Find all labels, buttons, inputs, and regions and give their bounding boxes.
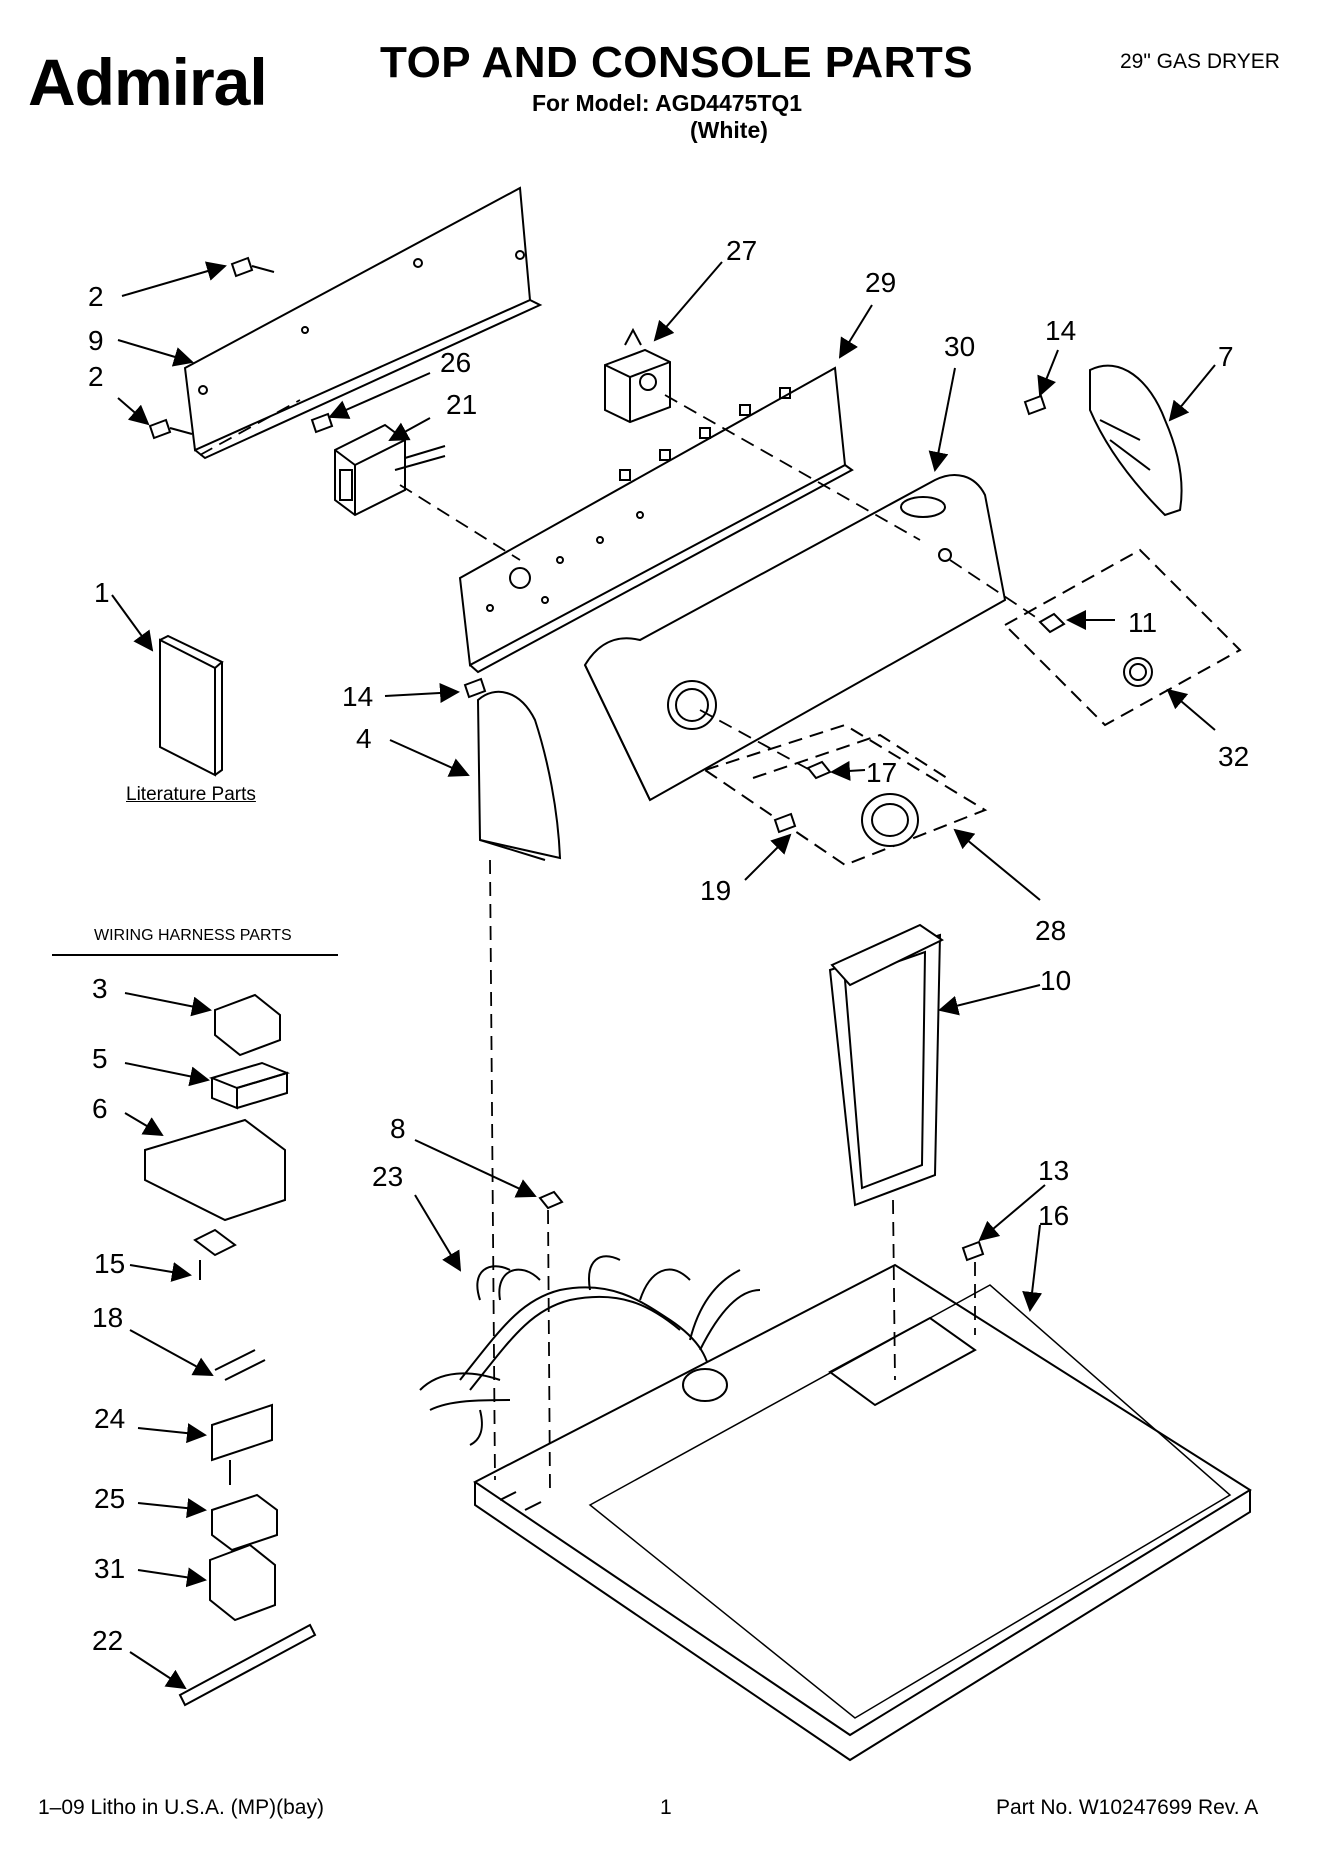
callout-19: 19 xyxy=(700,875,731,906)
page-number: 1 xyxy=(660,1796,672,1819)
callout-4: 4 xyxy=(356,723,372,754)
assembly-guide-lines xyxy=(199,394,1041,1491)
model-line: For Model: AGD4475TQ1 xyxy=(532,90,803,116)
screw-part xyxy=(148,256,275,440)
callout-30: 30 xyxy=(944,331,975,362)
knob-part xyxy=(702,723,988,867)
callout-arrows xyxy=(111,261,1216,1690)
callout-13: 13 xyxy=(1038,1155,1069,1186)
callout-7: 7 xyxy=(1218,341,1234,372)
product-type: 29" GAS DRYER xyxy=(1120,50,1280,73)
callout-22: 22 xyxy=(92,1625,123,1656)
callout-16: 16 xyxy=(1038,1200,1069,1231)
callout-9: 9 xyxy=(88,325,104,356)
callout-23: 23 xyxy=(372,1161,403,1192)
wire-harness-part xyxy=(419,1255,761,1446)
callout-18: 18 xyxy=(92,1302,123,1333)
part-number: Part No. W10247699 Rev. A xyxy=(996,1796,1259,1819)
callout-32: 32 xyxy=(1218,741,1249,772)
rear-bracket-part xyxy=(183,186,543,460)
wiring-harness-label: WIRING HARNESS PARTS xyxy=(94,927,292,944)
connector-part xyxy=(144,993,317,1707)
callout-15: 15 xyxy=(94,1248,125,1279)
knob-part xyxy=(1003,548,1242,727)
clip-part xyxy=(538,1190,564,1210)
callout-3: 3 xyxy=(92,973,108,1004)
screw-part xyxy=(463,677,487,699)
callout-24: 24 xyxy=(94,1403,125,1434)
callout-5: 5 xyxy=(92,1043,108,1074)
print-info: 1–09 Litho in U.S.A. (MP)(bay) xyxy=(38,1796,324,1819)
console-part xyxy=(583,474,1007,802)
callout-14: 14 xyxy=(1045,315,1076,346)
callout-6: 6 xyxy=(92,1093,108,1124)
screw-part xyxy=(961,1240,985,1262)
top-panel-part xyxy=(473,1263,1252,1762)
literature-booklet-part xyxy=(159,634,224,777)
screw-part xyxy=(1023,394,1047,416)
wiring-harness-divider xyxy=(52,954,338,956)
callout-25: 25 xyxy=(94,1483,125,1514)
end-cap-part xyxy=(1089,364,1183,517)
color-line: (White) xyxy=(690,117,768,143)
callout-2: 2 xyxy=(88,281,104,312)
callout-14: 14 xyxy=(342,681,373,712)
callout-29: 29 xyxy=(865,267,896,298)
callout-21: 21 xyxy=(446,389,477,420)
callout-1: 1 xyxy=(94,577,110,608)
callout-28: 28 xyxy=(1035,915,1066,946)
lint-screen-part xyxy=(828,923,944,1207)
switch-part xyxy=(604,327,671,424)
callout-11: 11 xyxy=(1128,607,1157,638)
callout-17: 17 xyxy=(866,757,897,788)
callout-10: 10 xyxy=(1040,965,1071,996)
callout-26: 26 xyxy=(440,347,471,378)
screw-part xyxy=(310,412,334,434)
callout-labels: 2 9 2 26 21 27 29 30 14 7 1 11 32 14 4 1… xyxy=(88,235,1249,1656)
literature-parts-label: Literature Parts xyxy=(126,784,256,805)
end-cap-part xyxy=(476,690,562,861)
callout-31: 31 xyxy=(94,1553,125,1584)
brand-logo: Admiral xyxy=(28,45,268,119)
switch-part xyxy=(334,423,446,517)
callout-8: 8 xyxy=(390,1113,406,1144)
callout-27: 27 xyxy=(726,235,757,266)
page-title: TOP AND CONSOLE PARTS xyxy=(380,38,974,87)
callout-2: 2 xyxy=(88,361,104,392)
